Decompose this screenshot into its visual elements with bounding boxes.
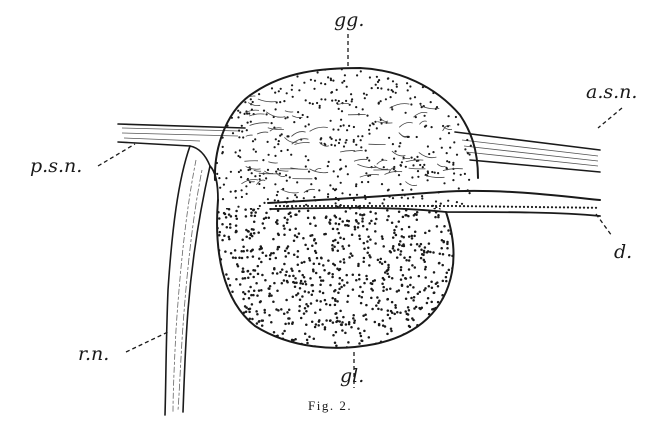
figure-caption: Fig. 2.	[308, 398, 352, 413]
label-rn: r.n.	[78, 343, 109, 365]
leader-d	[596, 214, 612, 236]
leader-psn	[98, 144, 135, 166]
ganglion	[214, 67, 478, 209]
label-gl: gl.	[340, 365, 364, 387]
label-asn: a.s.n.	[586, 81, 637, 103]
leader-rn	[126, 332, 168, 352]
leader-asn	[598, 108, 622, 128]
recurrent-nerve	[165, 146, 210, 415]
label-gg: gg.	[334, 9, 364, 31]
posterior-splanchnic-nerve	[118, 124, 245, 166]
label-psn: p.s.n.	[30, 155, 82, 177]
leader-lines	[98, 34, 622, 388]
label-d: d.	[614, 241, 632, 263]
duct	[268, 191, 600, 216]
